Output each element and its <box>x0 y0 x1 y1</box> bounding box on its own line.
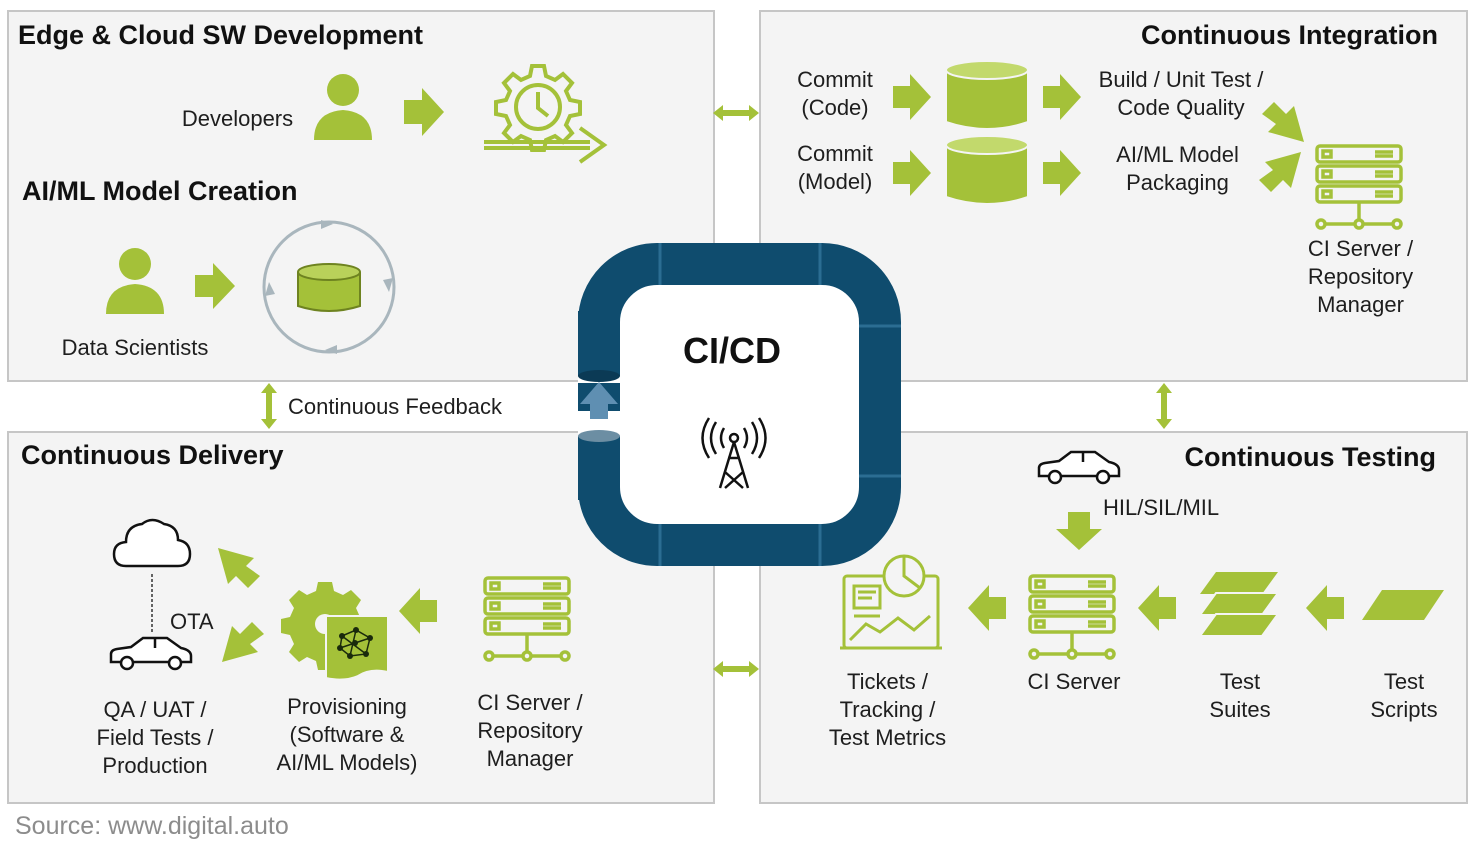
build-unit-test-label: Build / Unit Test / Code Quality <box>1098 67 1264 120</box>
data-scientist-person-icon <box>106 248 164 314</box>
aiml-packaging-label: AI/ML Model Packaging <box>1116 142 1239 195</box>
provisioning-label: Provisioning (Software & AI/ML Models) <box>276 694 418 775</box>
arrow-up-left-icon <box>218 548 260 588</box>
bidirectional-arrow-icon <box>713 105 759 121</box>
cicd-title: CI/CD <box>683 330 781 371</box>
test-scripts-label: Test Scripts <box>1370 669 1438 722</box>
arrow-left-icon <box>399 588 437 634</box>
continuous-feedback-label: Continuous Feedback <box>288 394 503 419</box>
bidirectional-arrow-icon <box>713 661 759 677</box>
arrow-up-right-icon <box>1259 152 1301 192</box>
cicd-pipe-loop <box>578 243 901 566</box>
ci-server-repository-label: CI Server / Repository Manager <box>1307 236 1414 317</box>
arrow-down-right-icon <box>1262 102 1304 142</box>
cloud-icon <box>112 518 192 568</box>
qa-uat-production-label: QA / UAT / Field Tests / Production <box>96 697 214 778</box>
arrow-right-icon <box>1043 74 1081 120</box>
test-script-icon <box>1362 590 1444 620</box>
arrow-right-icon <box>893 74 931 120</box>
source-caption: Source: www.digital.auto <box>15 812 289 840</box>
arrow-right-icon <box>893 150 931 196</box>
arrow-right-icon <box>404 88 444 136</box>
ota-label: OTA <box>170 609 214 634</box>
model-training-cycle-icon <box>262 220 396 354</box>
ota-link-line <box>151 574 153 632</box>
continuous-delivery-title: Continuous Delivery <box>21 440 284 470</box>
code-repository-database-icon <box>945 60 1029 130</box>
development-cycle-gear-icon <box>484 64 608 164</box>
arrow-left-icon <box>1306 585 1344 631</box>
arrow-right-icon <box>1043 150 1081 196</box>
test-suites-stack-icon <box>1198 572 1280 637</box>
arrow-down-left-icon <box>222 622 264 662</box>
ci-server-icon <box>483 576 571 662</box>
developer-person-icon <box>314 74 372 140</box>
bidirectional-arrow-icon <box>261 383 277 429</box>
continuous-integration-title: Continuous Integration <box>1141 20 1438 50</box>
car-icon <box>109 636 193 671</box>
arrow-down-icon <box>1056 512 1102 550</box>
ci-server-icon <box>1028 574 1116 660</box>
provisioning-gear-icon <box>281 582 389 681</box>
commit-model-label: Commit (Model) <box>797 141 873 194</box>
test-suites-label: Test Suites <box>1209 669 1271 722</box>
arrow-left-icon <box>968 585 1006 631</box>
bidirectional-arrow-icon <box>1156 383 1172 429</box>
arrow-left-icon <box>1138 585 1176 631</box>
car-icon <box>1037 450 1121 485</box>
arrow-right-icon <box>195 263 235 309</box>
ci-server-repository-label: CI Server / Repository Manager <box>477 690 583 771</box>
tickets-tracking-label: Tickets / Tracking / Test Metrics <box>828 669 947 750</box>
data-scientists-label: Data Scientists <box>61 335 209 360</box>
edge-cloud-title: Edge & Cloud SW Development <box>18 20 424 50</box>
test-metrics-dashboard-icon <box>840 554 942 650</box>
continuous-testing-title: Continuous Testing <box>1184 442 1436 472</box>
cell-tower-icon <box>701 417 767 489</box>
commit-code-label: Commit (Code) <box>797 67 873 120</box>
aiml-creation-title: AI/ML Model Creation <box>22 176 298 206</box>
ci-server-icon <box>1315 144 1403 230</box>
model-repository-database-icon <box>945 135 1029 205</box>
ci-server-label: CI Server <box>1027 669 1121 694</box>
hil-sil-mil-label: HIL/SIL/MIL <box>1103 495 1220 520</box>
developers-label: Developers <box>181 106 294 131</box>
